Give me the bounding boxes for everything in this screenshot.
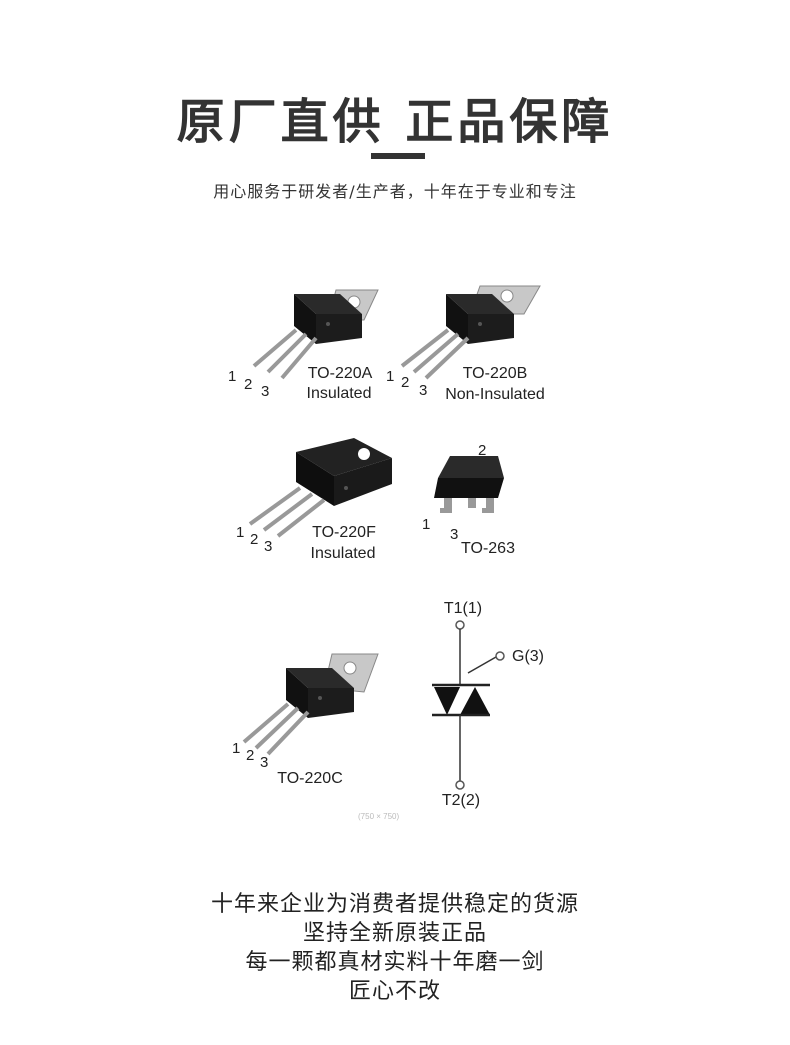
- to220a-label: TO-220A: [307, 365, 373, 382]
- to220a-pin-1: 1: [228, 368, 237, 385]
- to220f-pin-1: 1: [236, 524, 245, 541]
- to220c-label: TO-220C: [277, 770, 343, 787]
- to263-label: TO-263: [461, 540, 515, 557]
- to220a-note: Insulated: [306, 385, 372, 402]
- to220b-pin-2: 2: [401, 374, 410, 391]
- to220b-pin-3: 3: [419, 382, 428, 399]
- triac-t2-label: T2(2): [441, 792, 481, 809]
- image-size-watermark: (750 × 750): [358, 812, 400, 821]
- to220a-package-image: [252, 289, 379, 380]
- to220f-pin-3: 3: [264, 538, 273, 555]
- to220c-pin-3: 3: [260, 754, 269, 771]
- to220f-package-image: [248, 438, 392, 538]
- footer-line-2: 坚持全新原装正品: [302, 921, 487, 946]
- to263-pin-2: 2: [478, 442, 487, 459]
- triac-t1-label: T1(1): [443, 600, 483, 617]
- to220b-label: TO-220B: [462, 365, 528, 382]
- footer-line-3: 每一颗都真材实料十年磨一剑: [245, 950, 545, 975]
- to220c-pin-2: 2: [246, 747, 255, 764]
- footer-text: 十年来企业为消费者提供稳定的货源 坚持全新原装正品 每一颗都真材实料十年磨一剑 …: [0, 890, 790, 1006]
- to220f-label: TO-220F: [312, 524, 376, 541]
- to220b-package-image: [400, 285, 541, 380]
- title-underline: [371, 153, 425, 159]
- page-title: 原厂直供 正品保障: [176, 94, 614, 150]
- footer-line-1: 十年来企业为消费者提供稳定的货源: [210, 892, 579, 917]
- to220c-package-image: [242, 653, 379, 756]
- triac-gate-label: G(3): [512, 648, 544, 665]
- to220a-pin-3: 3: [261, 383, 270, 400]
- to220b-pin-1: 1: [386, 368, 395, 385]
- to263-package-image: [434, 456, 504, 513]
- to220f-pin-2: 2: [250, 531, 259, 548]
- to220b-note: Non-Insulated: [445, 386, 545, 403]
- to220c-pin-1: 1: [232, 740, 241, 757]
- to220f-note: Insulated: [310, 545, 376, 562]
- to220a-pin-2: 2: [244, 376, 253, 393]
- page-subtitle: 用心服务于研发者/生产者，十年在于专业和专注: [213, 182, 577, 201]
- to263-pin-3: 3: [450, 526, 459, 543]
- footer-line-4: 匠心不改: [348, 979, 441, 1004]
- to263-pin-1: 1: [422, 516, 431, 533]
- triac-symbol: [432, 620, 505, 790]
